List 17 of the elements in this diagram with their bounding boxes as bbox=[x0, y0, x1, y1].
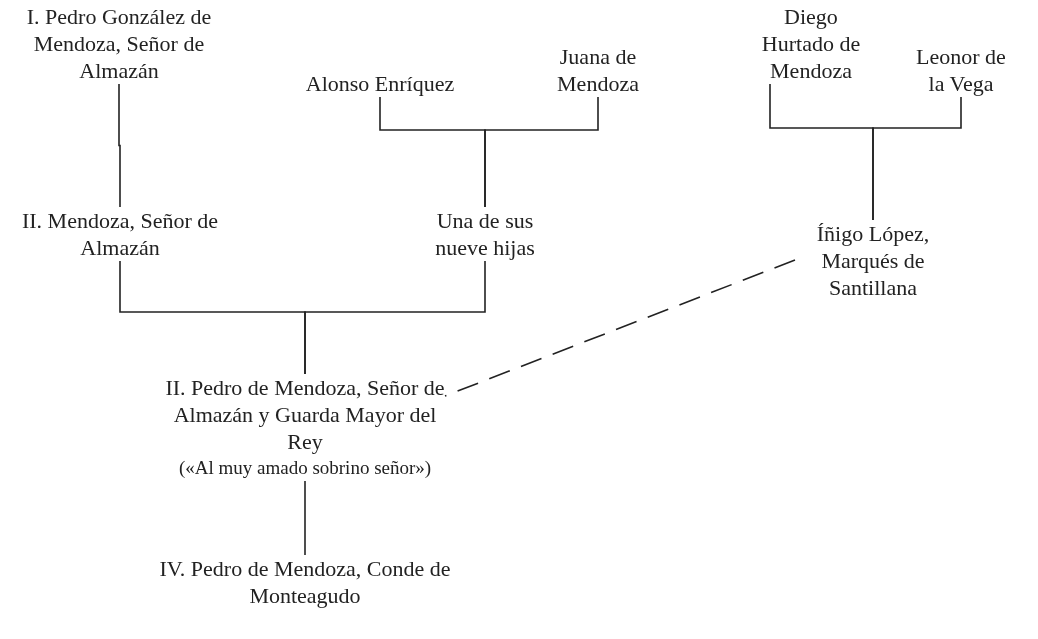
person-name: Alonso Enríquez bbox=[305, 70, 455, 97]
lineage-line bbox=[304, 260, 486, 375]
person-name: Diego Hurtado de Mendoza bbox=[760, 3, 862, 84]
person-name: II. Pedro de Mendoza, Señor de Almazán y Guarda Mayor del Rey bbox=[165, 374, 445, 455]
person-name: II. Mendoza, Señor de Almazán bbox=[20, 207, 220, 261]
dashed-connector bbox=[444, 259, 796, 397]
quote-note: («Al muy amado sobrino señor») bbox=[178, 456, 432, 480]
lineage-line bbox=[484, 96, 599, 208]
lineage-line bbox=[304, 480, 306, 556]
lineage-line bbox=[118, 83, 121, 208]
person-name: Una de sus nueve hijas bbox=[434, 207, 536, 261]
person-name: Juana de Mendoza bbox=[556, 43, 640, 97]
person-name: Íñigo López, Marqués de Santillana bbox=[815, 220, 931, 301]
person-name: Leonor de la Vega bbox=[915, 43, 1007, 97]
person-name: I. Pedro González de Mendoza, Señor de Almazán bbox=[25, 3, 213, 84]
lineage-line bbox=[872, 96, 962, 221]
person-name: IV. Pedro de Mendoza, Conde de Monteagudo bbox=[158, 555, 452, 609]
